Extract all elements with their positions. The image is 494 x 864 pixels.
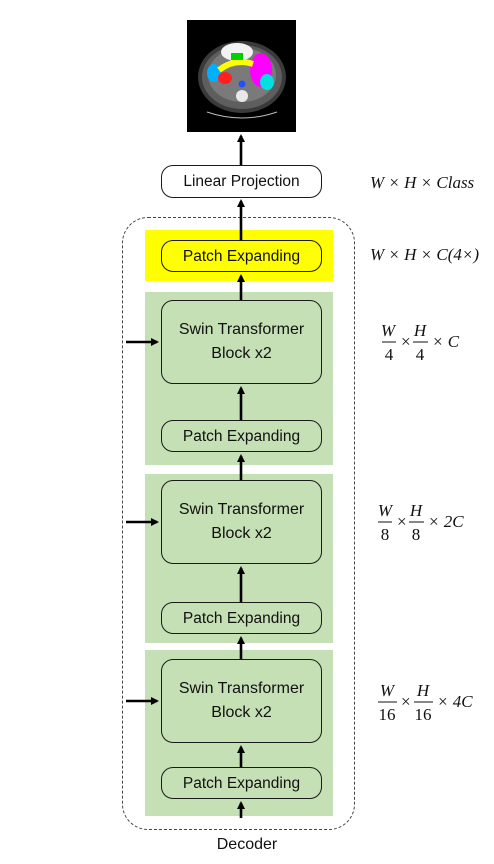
stage-2-swin-block-label: Swin Transformer Block x2 [178, 501, 305, 542]
stage-2-suffix: × 2C [428, 512, 464, 531]
stage-3-h-den: 16 [415, 705, 432, 724]
stage-2-h-den: 8 [412, 525, 421, 544]
stage-2-swin-block: Swin Transformer Block x2 [161, 480, 322, 564]
svg-text:×: × [401, 692, 411, 711]
stage-1-swin-block: Swin Transformer Block x2 [161, 300, 322, 384]
final-patch-expanding-box: Patch Expanding [161, 240, 322, 272]
stage-1-swin-block-label: Swin Transformer Block x2 [178, 321, 305, 362]
stage-3-w-den: 16 [379, 705, 396, 724]
segmentation-output-image [187, 20, 296, 132]
stage-3-patch-expanding-label: Patch Expanding [182, 774, 301, 792]
stage-2-w-num: W [378, 501, 394, 520]
final-patch-expanding-label: Patch Expanding [182, 247, 301, 265]
stage-1-h-den: 4 [416, 345, 425, 364]
stage-3-suffix: × 4C [437, 692, 473, 711]
stage-3-swin-block: Swin Transformer Block x2 [161, 659, 322, 743]
stage-3-swin-block-label: Swin Transformer Block x2 [178, 680, 305, 721]
stage-1-dims: W 4 × H 4 × C [381, 318, 492, 373]
linear-projection-box: Linear Projection [161, 165, 322, 198]
stage-1-suffix: × C [432, 332, 460, 351]
stage-2-patch-expanding-label: Patch Expanding [182, 609, 301, 627]
decoder-container [122, 217, 355, 830]
stage-2-h-num: H [409, 501, 424, 520]
decoder-caption: Decoder [216, 836, 278, 853]
stage-3-dims: W 16 × H 16 × 4C [378, 678, 488, 733]
stage-2-patch-expanding-box: Patch Expanding [161, 602, 322, 634]
final-expand-dims: W × H × C(4×) [370, 245, 480, 264]
stage-3-patch-expanding-box: Patch Expanding [161, 767, 322, 799]
svg-text:×: × [401, 332, 411, 351]
stage-1-w-den: 4 [385, 345, 394, 364]
stage-1-patch-expanding-box: Patch Expanding [161, 420, 322, 452]
stage-2-w-den: 8 [381, 525, 390, 544]
stage-1-patch-expanding-label: Patch Expanding [182, 427, 301, 445]
stage-3-h-num: H [416, 681, 431, 700]
stage-1-h-num: H [413, 321, 428, 340]
stage-1-w-num: W [381, 321, 397, 340]
linear-projection-dims: W × H × Class [370, 173, 475, 192]
linear-projection-label: Linear Projection [183, 173, 300, 190]
svg-text:×: × [397, 512, 407, 531]
stage-2-dims: W 8 × H 8 × 2C [378, 498, 488, 553]
stage-3-w-num: W [380, 681, 396, 700]
